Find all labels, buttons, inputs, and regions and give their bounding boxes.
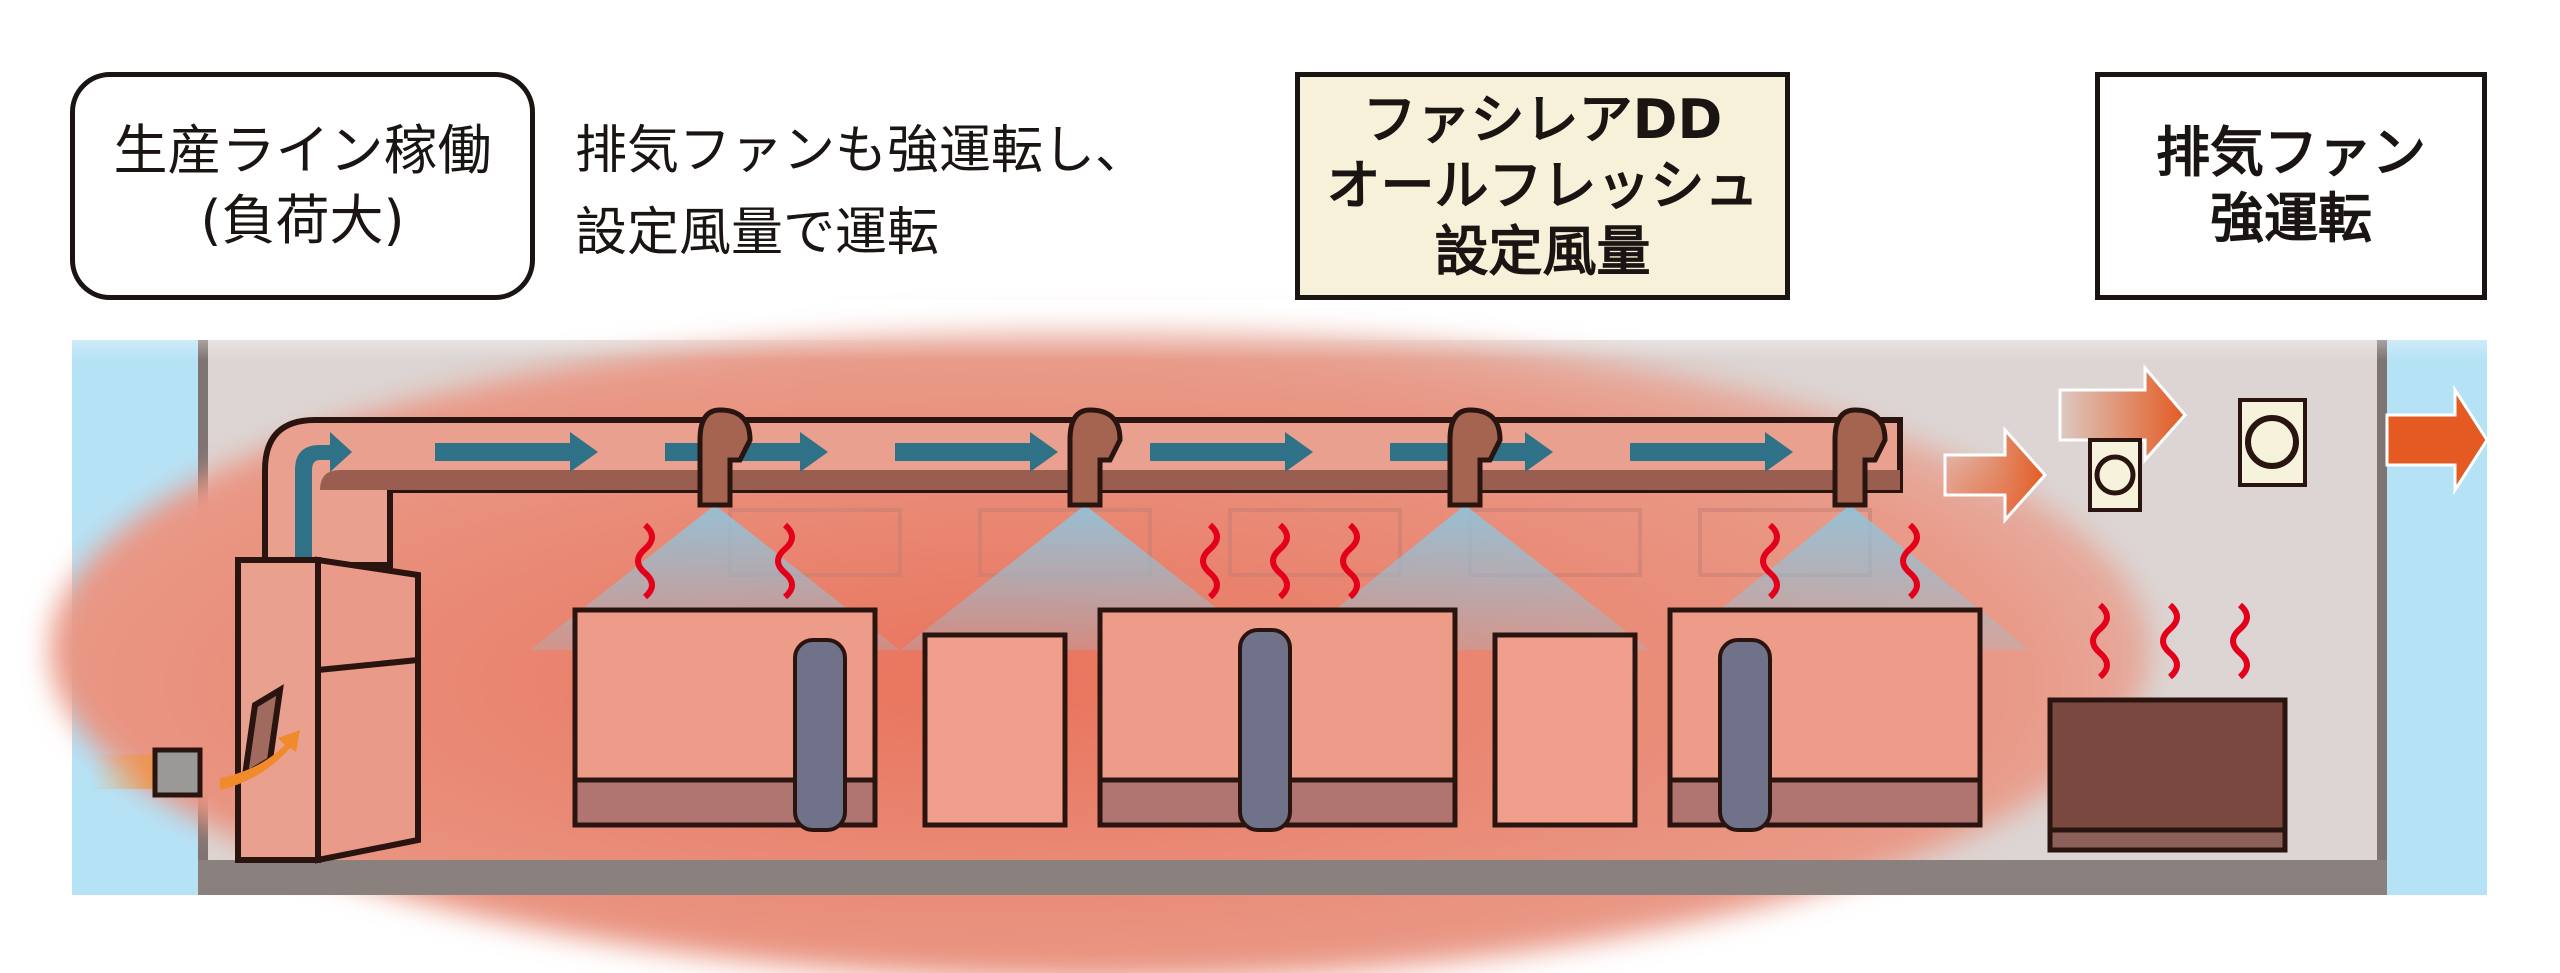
outdoor-exhaust-arrow bbox=[2385, 384, 2489, 496]
production-line-label: 生産ライン稼働 (負荷大) bbox=[70, 72, 535, 300]
workers bbox=[793, 628, 1772, 832]
exhaust-note-line2: 設定風量で運転 bbox=[575, 203, 940, 263]
facilair-line1: ファシレアDD bbox=[1362, 88, 1723, 151]
facilair-line2: オールフレッシュ bbox=[1326, 154, 1759, 217]
exhaust-fan-line2: 強運転 bbox=[2210, 187, 2372, 250]
production-line-text: 生産ライン稼働 bbox=[113, 119, 492, 182]
exhaust-fan-label: 排気ファン 強運転 bbox=[2095, 72, 2487, 300]
facilair-label: ファシレアDD オールフレッシュ 設定風量 bbox=[1295, 72, 1790, 300]
facilair-line3: 設定風量 bbox=[1434, 220, 1651, 283]
exhaust-note: 排気ファンも強運転し、 設定風量で運転 bbox=[575, 110, 1147, 274]
inlet-arrow bbox=[220, 730, 300, 790]
exhaust-fan-line1: 排気ファン bbox=[2156, 121, 2426, 184]
load-text: (負荷大) bbox=[200, 189, 405, 252]
exhaust-note-line1: 排気ファンも強運転し、 bbox=[575, 121, 1148, 181]
facilair-unit bbox=[235, 556, 421, 864]
exhaust-airflow bbox=[1943, 363, 2489, 524]
floor bbox=[198, 860, 2387, 895]
heat-waves bbox=[635, 522, 2250, 680]
